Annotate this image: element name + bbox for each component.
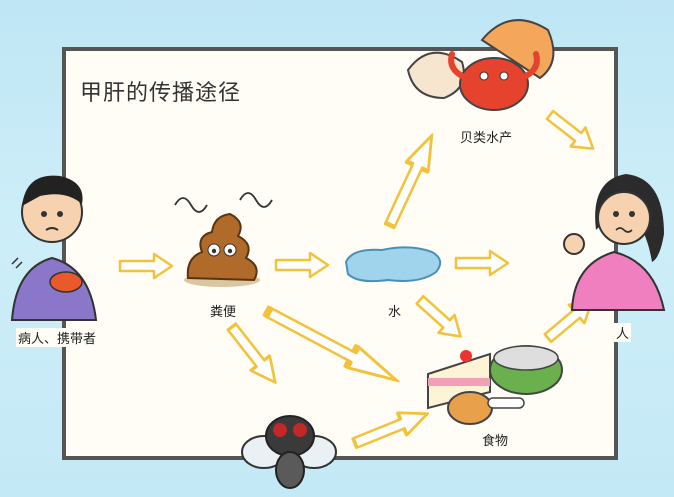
water-puddle (344, 246, 442, 283)
arrow-water-to-person (454, 249, 510, 277)
arrow-feces-to-water (274, 251, 330, 279)
shellfish-figure (406, 19, 555, 111)
node-label-water: 水 (386, 301, 404, 320)
person-figure (563, 174, 666, 311)
fly-figure (241, 415, 337, 489)
node-label-patient: 病人、携带者 (16, 328, 99, 347)
arrow-water-to-food (410, 289, 470, 347)
node-label-person: 人 (614, 323, 632, 342)
node-label-shellfish: 贝类水产 (458, 127, 515, 146)
node-label-food: 食物 (480, 430, 511, 449)
arrow-feces-to-fly (221, 318, 287, 392)
arrow-shellfish-to-person (541, 104, 602, 160)
patient-figure (10, 175, 98, 321)
diagram-title: 甲肝的传播途径 (80, 81, 242, 106)
food-figure (427, 345, 563, 425)
arrow-feces-to-food (262, 301, 402, 391)
node-label-feces: 粪便 (208, 301, 239, 320)
feces-figure (174, 192, 273, 287)
arrow-water-to-shellfish (379, 130, 443, 230)
arrow-fly-to-food (348, 400, 434, 456)
arrow-patient-to-feces (118, 252, 174, 280)
